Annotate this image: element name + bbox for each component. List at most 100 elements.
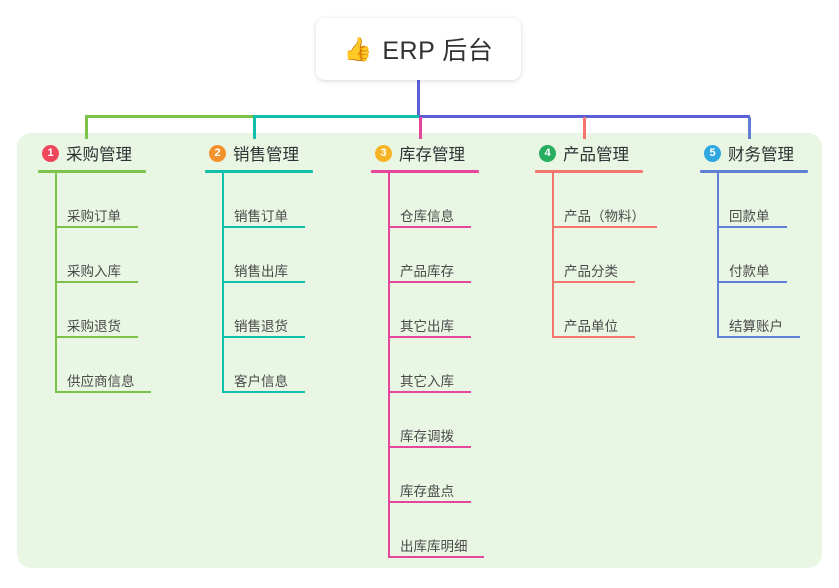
list-item-rule [388, 226, 471, 228]
list-item-rule [717, 226, 787, 228]
column-4: 4 产品管理产品（物料） 产品分类产品单位 [535, 139, 710, 338]
list-item[interactable]: 供应商信息 [55, 338, 213, 393]
list-item[interactable]: 客户信息 [222, 338, 380, 393]
root-title: ERP 后台 [382, 37, 494, 65]
column-header-4[interactable]: 4 产品管理 [535, 139, 710, 167]
column-3: 3 库存管理仓库信息产品库存其它出库其它入库库存调拨库存盘点出库库明细 [371, 139, 546, 558]
list-item-label: 付款单 [729, 264, 770, 279]
list-item-label: 销售退货 [234, 319, 288, 334]
list-item-label: 其它入库 [400, 374, 454, 389]
column-header-3[interactable]: 3 库存管理 [371, 139, 546, 167]
list-item-label: 供应商信息 [67, 374, 135, 389]
bar-green [85, 115, 254, 118]
list-item-rule [55, 226, 138, 228]
list-item[interactable]: 销售出库 [222, 228, 380, 283]
drop-product [583, 117, 586, 139]
list-item-label: 产品分类 [564, 264, 618, 279]
list-item[interactable]: 采购退货 [55, 283, 213, 338]
column-rule-4 [535, 170, 643, 173]
list-item[interactable]: 销售订单 [222, 173, 380, 228]
list-item-label: 库存调拨 [400, 429, 454, 444]
list-item-rule [552, 281, 635, 283]
list-item-label: 产品库存 [400, 264, 454, 279]
root-stem-connector [417, 80, 420, 117]
column-badge-3: 3 [375, 144, 392, 162]
list-item-rule [717, 336, 800, 338]
column-rule-5 [700, 170, 808, 173]
list-item[interactable]: 销售退货 [222, 283, 380, 338]
mindmap-board [17, 133, 822, 568]
list-item[interactable]: 产品分类 [552, 228, 710, 283]
thumbs-up-icon: 👍 [343, 35, 373, 62]
column-label-4: 产品管理 [563, 146, 629, 164]
list-item-label: 客户信息 [234, 374, 288, 389]
column-items-3: 仓库信息产品库存其它出库其它入库库存调拨库存盘点出库库明细 [371, 173, 546, 558]
list-item-label: 产品单位 [564, 319, 618, 334]
column-label-3: 库存管理 [399, 146, 465, 164]
list-item[interactable]: 其它出库 [388, 283, 546, 338]
column-label-1: 采购管理 [66, 146, 132, 164]
column-label-5: 财务管理 [728, 146, 794, 164]
list-item[interactable]: 产品库存 [388, 228, 546, 283]
list-item-label: 库存盘点 [400, 484, 454, 499]
list-item[interactable]: 库存盘点 [388, 448, 546, 503]
column-items-4: 产品（物料） 产品分类产品单位 [535, 173, 710, 338]
column-header-1[interactable]: 1 采购管理 [38, 139, 213, 167]
list-item-label: 产品（物料） [564, 209, 645, 224]
column-spine-2 [222, 173, 224, 393]
column-spine-3 [388, 173, 390, 558]
list-item[interactable]: 仓库信息 [388, 173, 546, 228]
list-item-rule [222, 336, 305, 338]
list-item-rule [388, 336, 471, 338]
drop-finance [748, 117, 751, 139]
list-item[interactable]: 回款单 [717, 173, 839, 228]
list-item[interactable]: 结算账户 [717, 283, 839, 338]
list-item-label: 采购入库 [67, 264, 121, 279]
list-item-label: 结算账户 [729, 319, 783, 334]
column-items-1: 采购订单采购入库采购退货供应商信息 [38, 173, 213, 393]
list-item[interactable]: 其它入库 [388, 338, 546, 393]
column-spine-5 [717, 173, 719, 338]
list-item-label: 回款单 [729, 209, 770, 224]
bar-teal [253, 115, 420, 118]
list-item[interactable]: 产品单位 [552, 283, 710, 338]
drop-inventory [419, 117, 422, 139]
list-item-label: 仓库信息 [400, 209, 454, 224]
list-item-rule [222, 391, 305, 393]
list-item-label: 采购订单 [67, 209, 121, 224]
column-badge-1: 1 [42, 144, 59, 162]
list-item-rule [552, 336, 635, 338]
root-node[interactable]: 👍 ERP 后台 [316, 18, 521, 80]
list-item-label: 销售出库 [234, 264, 288, 279]
list-item-rule [717, 281, 787, 283]
list-item-label: 其它出库 [400, 319, 454, 334]
list-item-rule [552, 226, 657, 228]
column-badge-4: 4 [539, 144, 556, 162]
list-item-label: 出库库明细 [400, 539, 468, 554]
list-item[interactable]: 采购入库 [55, 228, 213, 283]
list-item[interactable]: 产品（物料） [552, 173, 710, 228]
list-item-rule [388, 281, 471, 283]
list-item-rule [222, 281, 305, 283]
column-1: 1 采购管理采购订单采购入库采购退货供应商信息 [38, 139, 213, 393]
list-item[interactable]: 出库库明细 [388, 503, 546, 558]
list-item-label: 销售订单 [234, 209, 288, 224]
list-item-rule [388, 501, 471, 503]
list-item-rule [388, 446, 471, 448]
list-item-rule [388, 391, 471, 393]
column-spine-1 [55, 173, 57, 393]
list-item[interactable]: 采购订单 [55, 173, 213, 228]
list-item[interactable]: 库存调拨 [388, 393, 546, 448]
list-item-rule [55, 281, 138, 283]
list-item-rule [55, 336, 138, 338]
column-badge-2: 2 [209, 144, 226, 162]
list-item[interactable]: 付款单 [717, 228, 839, 283]
bar-blue [419, 115, 750, 118]
column-rule-1 [38, 170, 146, 173]
list-item-rule [55, 391, 151, 393]
